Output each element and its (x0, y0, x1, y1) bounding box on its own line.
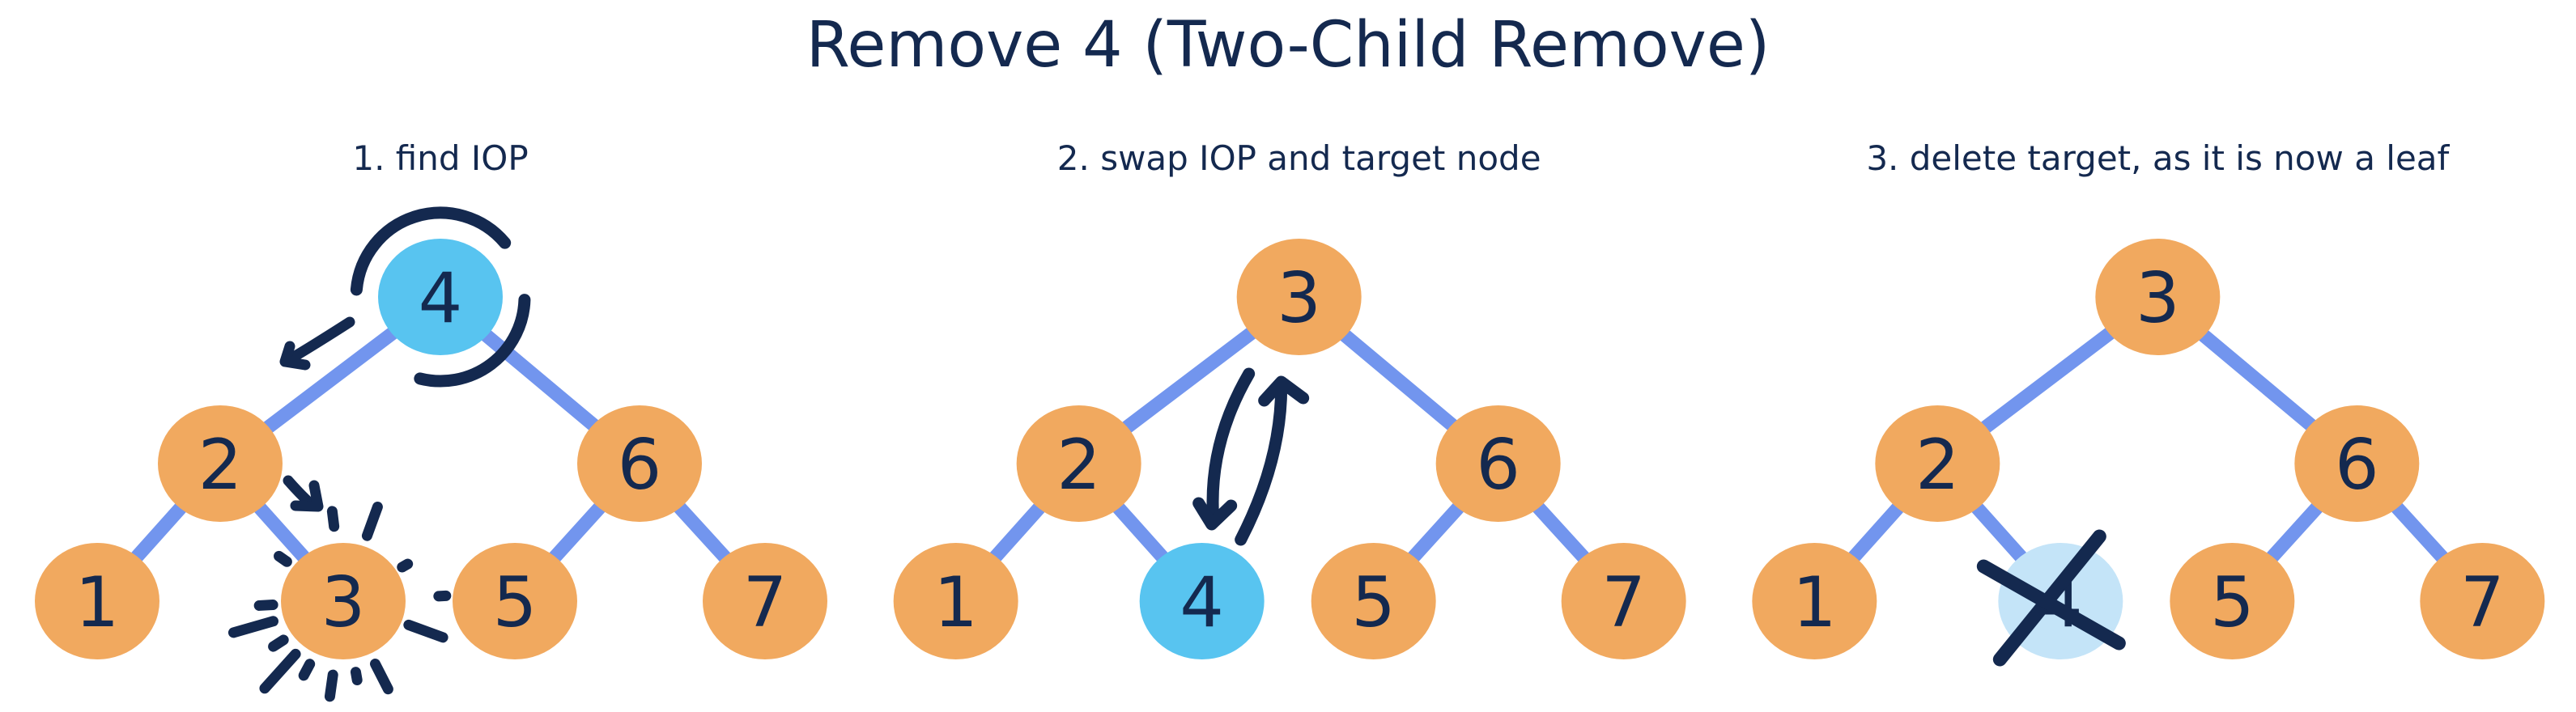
node-label: 4 (419, 258, 463, 339)
circle-arc (350, 206, 512, 296)
node-circle (1311, 543, 1436, 659)
iop-search-circle-annotation (350, 206, 531, 388)
arrow-shaft (1206, 367, 1256, 524)
tree-node-7: 7 (703, 543, 827, 659)
starburst-ray (403, 619, 448, 643)
arrow-head (290, 480, 324, 512)
search-down-left-arrow-annotation (279, 316, 355, 371)
node-label: 6 (618, 425, 662, 506)
tree-node-3: 3 (281, 543, 406, 659)
tree-node-6: 6 (577, 405, 702, 522)
node-label: 4 (1180, 562, 1224, 643)
node-label: 7 (743, 562, 788, 643)
arrow-head (1258, 375, 1310, 407)
tree-node-6: 6 (2294, 405, 2420, 522)
starburst-ray (253, 600, 278, 611)
cross-stroke (1976, 559, 2126, 651)
panel-step-1: 1. find IOP 4 2 6 1 3 5 7 (35, 138, 827, 702)
iop-found-starburst-annotation (227, 501, 452, 702)
tree-node-4-highlight: 4 (378, 239, 503, 355)
node-circle (703, 543, 827, 659)
node-circle (453, 543, 577, 659)
page-title: Remove 4 (Two-Child Remove) (806, 9, 1770, 82)
node-label: 5 (1351, 562, 1396, 643)
node-circle (378, 239, 503, 355)
node-circle (577, 405, 702, 522)
node-label: 1 (75, 562, 120, 643)
node-circle (2095, 239, 2221, 355)
node-label: 6 (2335, 425, 2379, 506)
starburst-ray (397, 558, 414, 573)
starburst-ray (274, 550, 292, 567)
node-label: 2 (1056, 425, 1101, 506)
panel-caption: 3. delete target, as it is now a leaf (1866, 138, 2450, 178)
node-circle (158, 405, 283, 522)
arrow-head (1192, 497, 1238, 531)
node-label: 3 (321, 562, 366, 643)
node-circle (1016, 405, 1141, 522)
swap-arrow-up-annotation (1235, 375, 1310, 546)
circle-arc (414, 294, 531, 388)
node-circle (2170, 543, 2295, 659)
panel-step-3: 3. delete target, as it is now a leaf 3 2 6… (1752, 138, 2545, 667)
panel-caption: 2. swap IOP and target node (1057, 138, 1541, 178)
node-circle (1752, 543, 1877, 659)
search-down-right-arrow-annotation (283, 475, 324, 512)
delete-x-cross-annotation (1976, 529, 2126, 667)
tree-node-3: 3 (2095, 239, 2221, 355)
node-circle (281, 543, 406, 659)
starburst-ray (326, 506, 340, 532)
node-circle (1435, 405, 1561, 522)
node-label: 3 (1277, 258, 1321, 339)
node-label: 2 (198, 425, 243, 506)
node-label: 6 (1476, 425, 1520, 506)
tree-node-2: 2 (1016, 405, 1141, 522)
starburst-ray (324, 669, 338, 702)
panel-caption: 1. find IOP (352, 138, 528, 178)
tree-node-1: 1 (893, 543, 1018, 659)
arrow-head (279, 341, 311, 371)
tree-node-6: 6 (1435, 405, 1561, 522)
panel-step-2: 2. swap IOP and target node 3 2 6 1 4 5 7 (893, 138, 1686, 659)
node-circle (35, 543, 159, 659)
node-circle (1561, 543, 1686, 659)
arrow-shaft (1235, 380, 1288, 546)
node-label: 1 (1792, 562, 1837, 643)
swap-arrow-down-annotation (1192, 367, 1256, 531)
node-circle (893, 543, 1018, 659)
tree-node-2: 2 (1875, 405, 2000, 522)
node-circle (1236, 239, 1362, 355)
starburst-ray (268, 634, 289, 652)
starburst-ray (350, 667, 363, 685)
starburst-ray (259, 648, 301, 694)
tree-node-3: 3 (1236, 239, 1362, 355)
tree-node-1: 1 (35, 543, 159, 659)
tree-node-5: 5 (2170, 543, 2295, 659)
node-label: 7 (2460, 562, 2505, 643)
tree-node-4-highlight: 4 (1139, 543, 1265, 659)
node-circle (1139, 543, 1265, 659)
starburst-ray (227, 616, 278, 638)
tree-node-7: 7 (2420, 543, 2545, 659)
node-label: 3 (2136, 258, 2180, 339)
arrow-shaft (283, 475, 316, 509)
node-circle (2294, 405, 2420, 522)
tree-node-5: 5 (1311, 543, 1436, 659)
starburst-ray (369, 659, 393, 695)
node-label: 2 (1915, 425, 1960, 506)
node-label: 1 (933, 562, 978, 643)
node-circle (1875, 405, 2000, 522)
node-label: 5 (2210, 562, 2255, 643)
starburst-ray (361, 501, 383, 541)
tree-node-1: 1 (1752, 543, 1877, 659)
tree-node-2: 2 (158, 405, 283, 522)
node-circle (2420, 543, 2545, 659)
arrow-shaft (284, 316, 355, 365)
starburst-ray (298, 659, 316, 681)
node-label: 7 (1601, 562, 1646, 643)
tree-node-7: 7 (1561, 543, 1686, 659)
node-label: 5 (493, 562, 538, 643)
tree-node-5: 5 (453, 543, 577, 659)
